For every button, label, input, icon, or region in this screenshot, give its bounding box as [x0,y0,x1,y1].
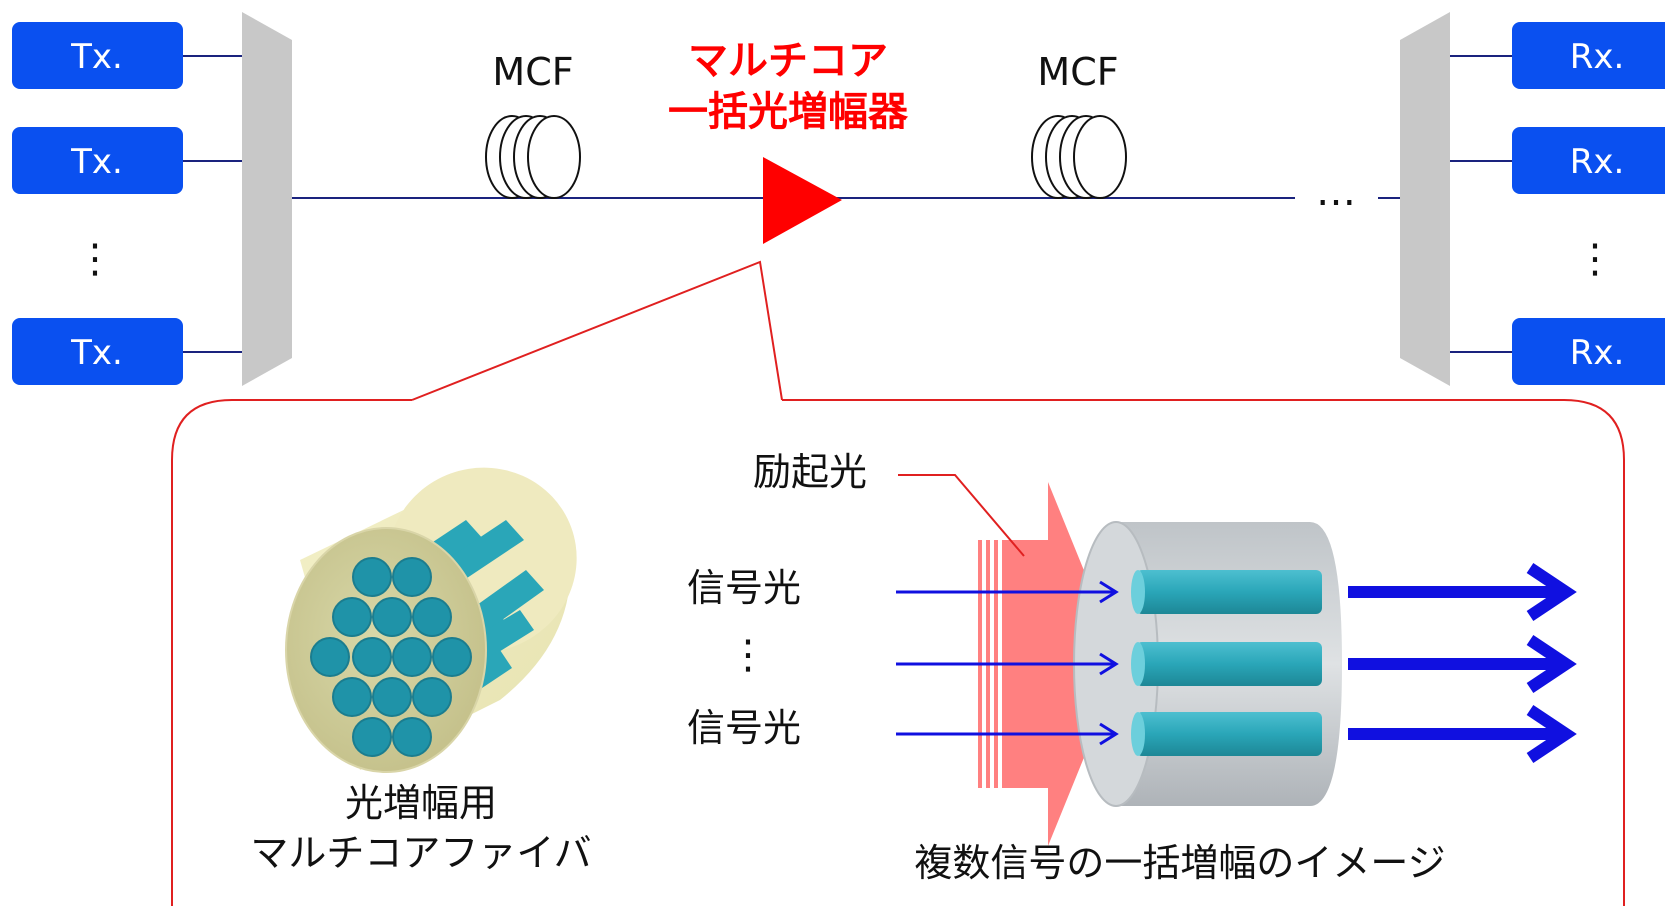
tx-ellipsis: ⋮ [75,236,115,282]
rx-ellipsis: ⋮ [1575,236,1615,282]
fan-in-device [242,12,292,386]
fiber-spool-icon [1031,115,1127,199]
amplifier-label-line1: マルチコア [688,38,888,84]
tx-label: Tx. [70,37,123,77]
tx-box: Tx. [12,318,183,385]
rx-box: Rx. [1512,127,1665,194]
tx-label: Tx. [70,142,123,182]
signal-ellipsis: ⋮ [728,632,768,678]
rx-connectors [1450,55,1512,353]
continuation-ellipsis: … [1316,169,1356,215]
amplifier-triangle-icon [763,157,842,244]
pump-light-label: 励起光 [753,450,867,494]
rx-label: Rx. [1570,37,1625,77]
mcf-label: MCF [1037,50,1118,94]
tx-box: Tx. [12,22,183,89]
input-signal-arrows [896,580,1119,746]
signal-light-label: 信号光 [687,566,801,610]
rx-box: Rx. [1512,318,1665,385]
fiber-caption-line1: 光増幅用 [345,781,497,825]
tx-connectors [183,55,242,353]
fiber-caption-line2: マルチコアファイバ [250,831,591,875]
signal-light-label: 信号光 [687,706,801,750]
amplifier-label-line2: 一括光増幅器 [668,89,909,135]
mcf-label: MCF [492,50,573,94]
core-bars [1131,570,1322,756]
amplification-image-caption: 複数信号の一括増幅のイメージ [914,841,1445,885]
fan-out-device [1400,12,1450,386]
tx-box: Tx. [12,127,183,194]
multicore-fiber-illustration [285,467,577,773]
rx-label: Rx. [1570,333,1625,373]
pump-leader-line [898,474,1025,557]
output-signal-arrows [1348,563,1577,763]
callout-frame [171,260,1625,906]
tx-label: Tx. [70,333,123,373]
rx-box: Rx. [1512,22,1665,89]
fiber-spool-icon [485,115,581,199]
rx-label: Rx. [1570,142,1625,182]
